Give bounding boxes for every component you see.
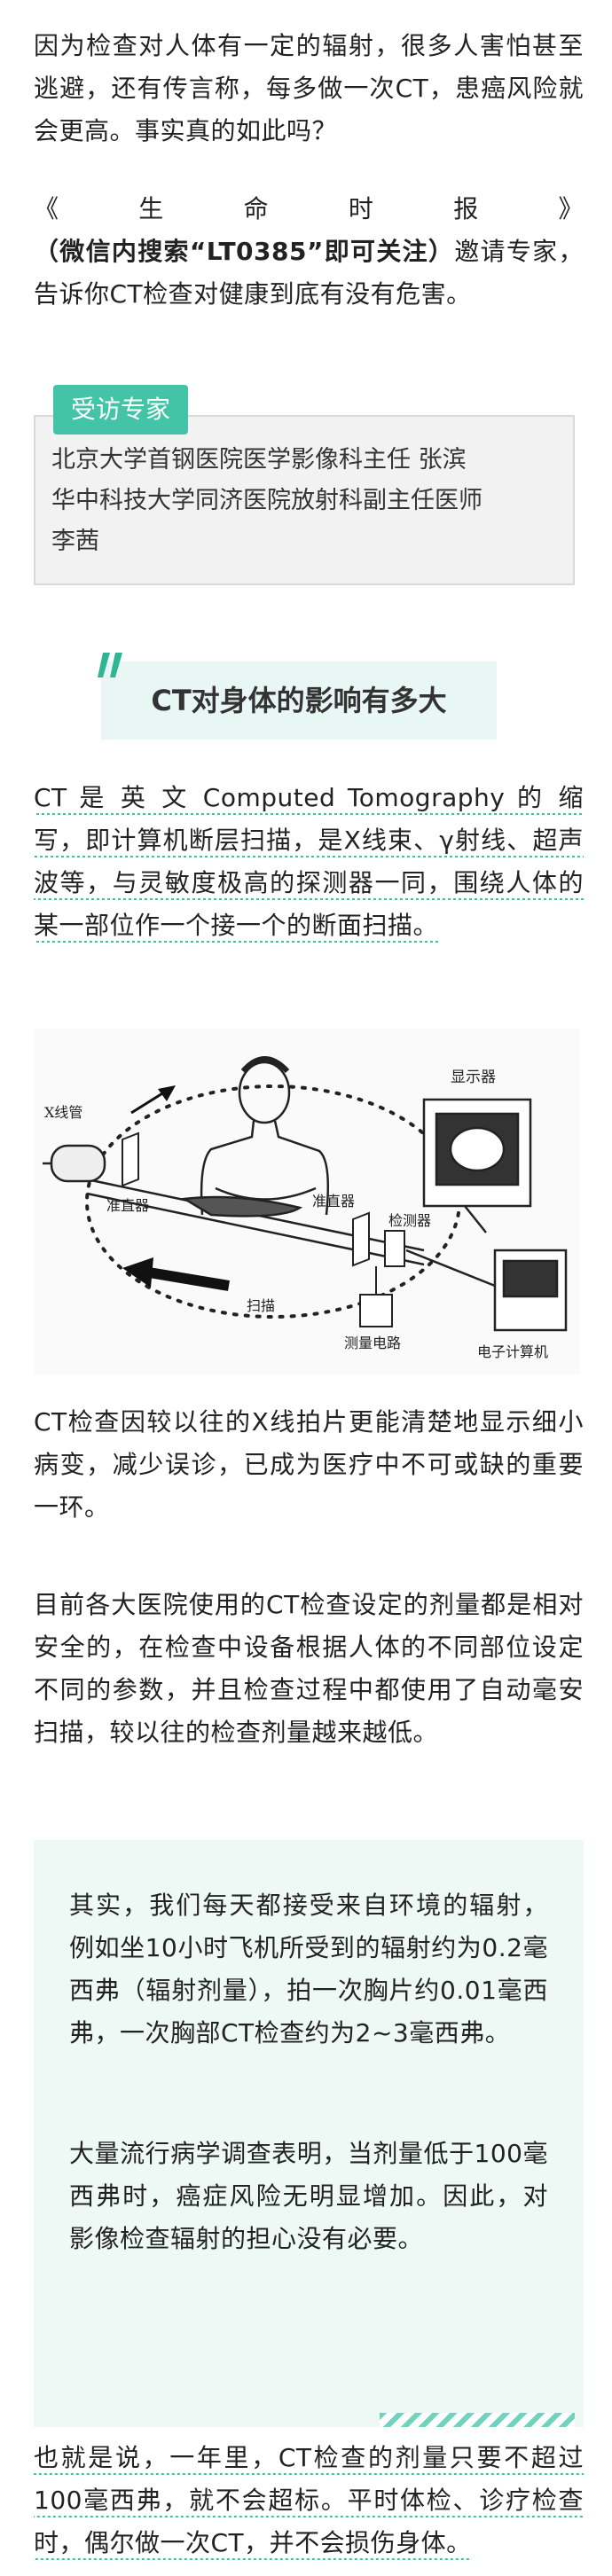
display-monitor	[422, 1098, 532, 1233]
intro-invitation: 邀请专家，告诉你CT检查对健康到底有没有危害。	[34, 237, 584, 309]
expert-line-2: 华中科技大学同济医院放射科副主任医师	[51, 487, 483, 514]
ct-diagram-illustration: X线管 准直器 准直器 检测器 显示器 扫描 测量电路 电子计算机	[43, 1056, 568, 1360]
ct-scanner-diagram: X线管 准直器 准直器 检测器 显示器 扫描 测量电路 电子计算机	[34, 1029, 580, 1374]
label-xray-tube: X线管	[44, 1104, 82, 1121]
label-collimator-right: 准直器	[312, 1193, 355, 1210]
conclusion-text: 也就是说，一年里，CT检查的剂量只要不超过100毫西弗，就不会超标。平时体检、诊…	[34, 2443, 584, 2560]
label-computer: 电子计算机	[477, 1343, 548, 1360]
ct-definition-paragraph: CT 是 英 文 Computed Tomography 的 缩写，即计算机断层…	[34, 777, 584, 947]
expert-line-3: 李茜	[51, 528, 99, 555]
label-collimator-left: 准直器	[106, 1197, 149, 1214]
collimator-left	[122, 1131, 139, 1187]
wechat-follow-hint: （微信内搜索“LT0385”即可关注）	[34, 237, 455, 266]
ct-dose-paragraph: 目前各大医院使用的CT检查设定的剂量都是相对安全的，在检查中设备根据人体的不同部…	[34, 1590, 584, 1747]
section-title: CT对身体的影响有多大	[151, 684, 447, 717]
newspaper-name: 《生命时报》	[34, 194, 584, 223]
radiation-fact-paragraph-1: 其实，我们每天都接受来自环境的辐射，例如坐10小时飞机所受到的辐射约为0.2毫西…	[69, 1891, 548, 2047]
collimator-right	[352, 1211, 370, 1267]
expert-box: 北京大学首钢医院医学影像科主任 张滨 华中科技大学同济医院放射科副主任医师 李茜	[34, 415, 575, 585]
rotation-arrow	[130, 1089, 168, 1115]
patient-figure	[200, 1056, 330, 1216]
measure-circuit	[359, 1266, 393, 1327]
expert-line-1: 北京大学首钢医院医学影像科主任 张滨	[51, 446, 467, 474]
expert-badge: 受访专家	[53, 385, 188, 435]
label-display: 显示器	[451, 1069, 496, 1086]
computer	[405, 1249, 568, 1332]
label-circuit: 测量电路	[344, 1335, 401, 1351]
radiation-fact-box: 其实，我们每天都接受来自环境的辐射，例如坐10小时飞机所受到的辐射约为0.2毫西…	[34, 1840, 584, 2408]
label-detector: 检测器	[388, 1212, 431, 1229]
ct-benefit-paragraph: CT检查因较以往的X线拍片更能清楚地显示细小病变，减少误诊，已成为医疗中不可或缺…	[34, 1407, 584, 1522]
expert-list: 北京大学首钢医院医学影像科主任 张滨 华中科技大学同济医院放射科副主任医师 李茜	[51, 440, 566, 562]
label-scan: 扫描	[247, 1297, 275, 1314]
intro-paragraph-2: 《生命时报》 （微信内搜索“LT0385”即可关注）邀请专家，告诉你CT检查对健康…	[34, 188, 584, 316]
scan-table	[86, 1178, 425, 1266]
fact-box-footer	[34, 2408, 584, 2427]
detector	[384, 1230, 405, 1267]
section-heading: CT对身体的影响有多大	[98, 653, 497, 740]
quote-marks-icon	[98, 653, 122, 677]
conclusion-paragraph: 也就是说，一年里，CT检查的剂量只要不超过100毫西弗，就不会超标。平时体检、诊…	[34, 2437, 584, 2564]
intro-paragraph-1: 因为检查对人体有一定的辐射，很多人害怕甚至逃避，还有传言称，每多做一次CT，患癌…	[34, 31, 584, 145]
xray-tube	[43, 1144, 106, 1183]
hatch-decoration	[380, 2413, 575, 2427]
scan-arrow	[148, 1267, 230, 1291]
radiation-fact-paragraph-2: 大量流行病学调查表明，当剂量低于100毫西弗时，癌症风险无明显增加。因此，对影像…	[69, 2139, 548, 2253]
ct-definition-text: CT 是 英 文 Computed Tomography 的 缩写，即计算机断层…	[34, 783, 584, 943]
